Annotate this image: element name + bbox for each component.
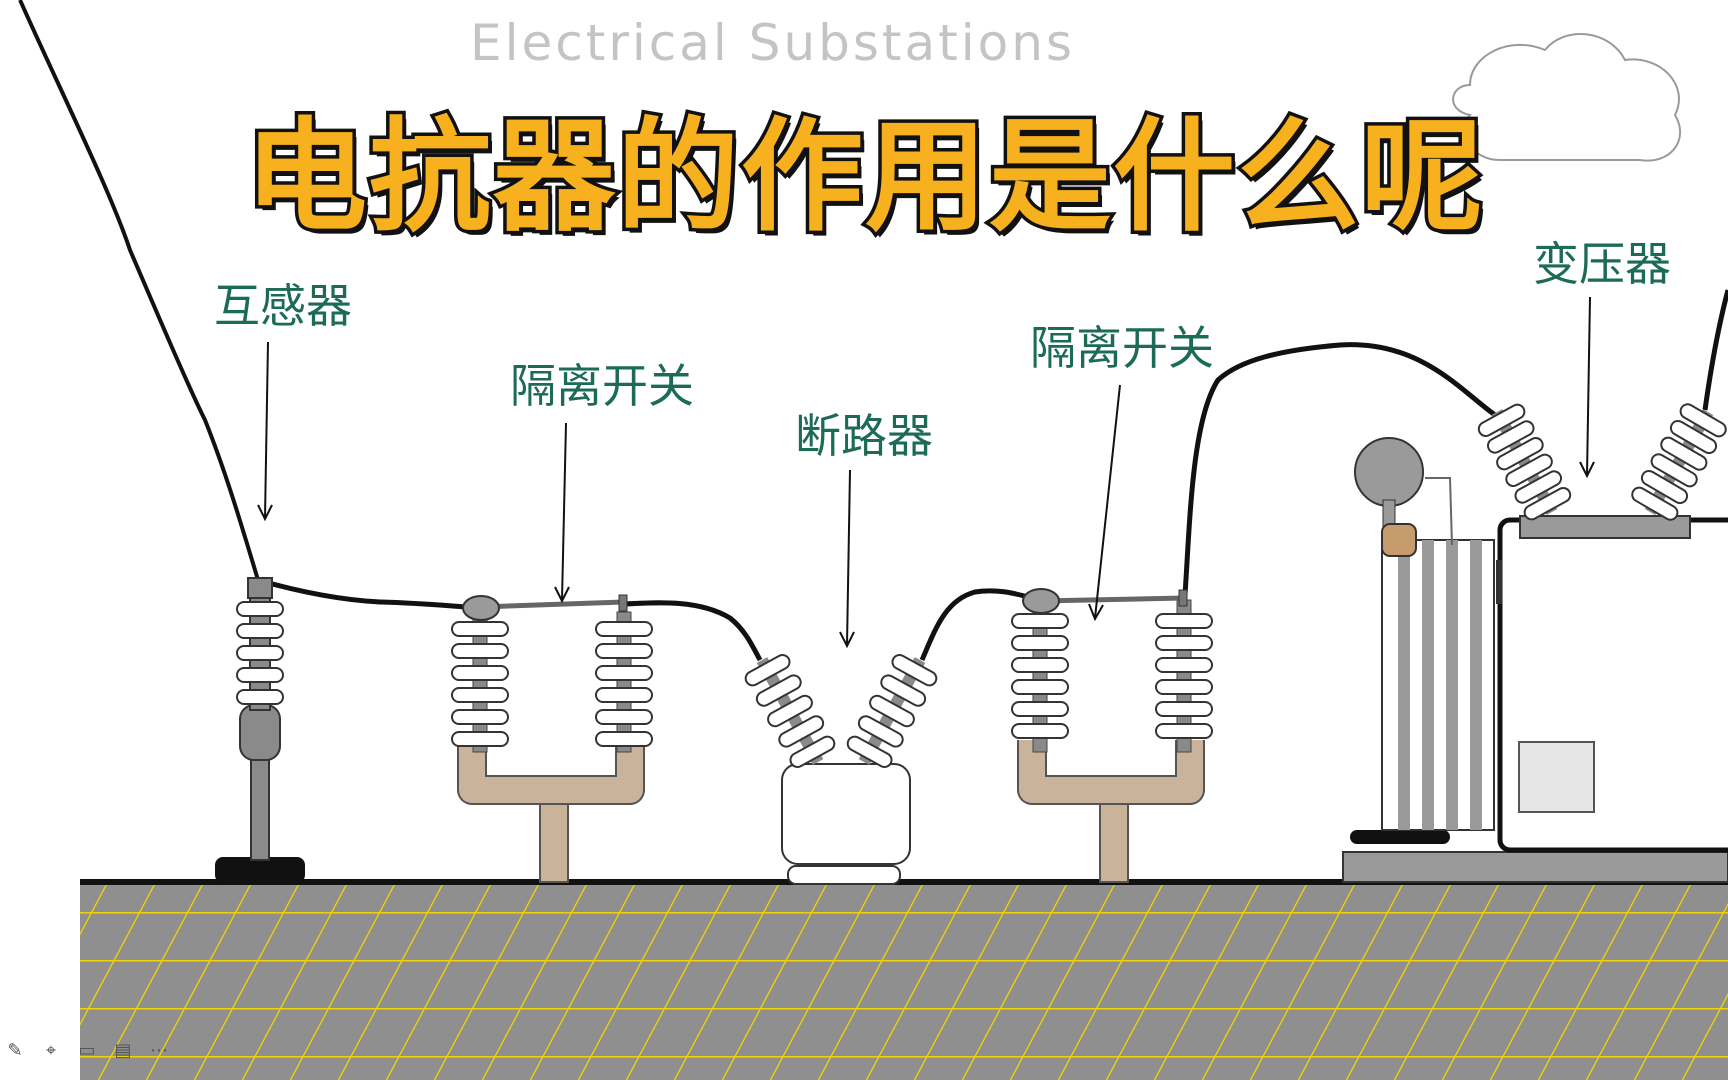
- insulator-shed: [755, 674, 802, 707]
- more-icon[interactable]: ⋯: [150, 1039, 168, 1061]
- disconnector-switch-1: [451, 594, 653, 883]
- incoming-line: [18, 0, 260, 581]
- insulator-shed: [1486, 420, 1535, 454]
- insulator-shed: [236, 623, 284, 639]
- insulator-shed: [595, 731, 653, 747]
- disconnector-switch-2: [1011, 588, 1213, 883]
- insulator-shed: [1523, 486, 1572, 521]
- cloud-icon: [1452, 33, 1681, 162]
- insulator-shed: [1640, 469, 1689, 505]
- header-subtitle: Electrical Substations: [470, 14, 1075, 72]
- insulator-shed: [778, 715, 825, 748]
- label-arrows: [257, 296, 1595, 649]
- insulator-shed: [1650, 453, 1698, 488]
- insulator-shed: [1155, 701, 1213, 717]
- insulator-shed: [1011, 657, 1069, 673]
- circuit-breaker: [744, 654, 938, 885]
- insulator-shed: [451, 687, 509, 703]
- insulator-shed: [1477, 403, 1526, 438]
- power-transformer: [1342, 403, 1728, 883]
- insulator-shed: [236, 645, 284, 661]
- label-disconnector-1: 隔离开关: [510, 359, 694, 413]
- insulator-shed: [1514, 470, 1563, 504]
- camera-icon[interactable]: ▭: [78, 1039, 96, 1061]
- insulator-shed: [595, 643, 653, 659]
- comment-icon[interactable]: ▤: [114, 1039, 132, 1061]
- insulator-shed: [789, 735, 836, 768]
- insulator-shed: [1669, 419, 1718, 455]
- insulator-shed: [236, 689, 284, 705]
- screenshot-icon[interactable]: ⌖: [45, 1039, 57, 1061]
- insulator-shed: [451, 709, 509, 725]
- insulator-shed: [1011, 679, 1069, 695]
- insulator-shed: [1679, 403, 1727, 438]
- insulator-shed: [1011, 723, 1069, 739]
- label-circuit-breaker: 断路器: [795, 409, 933, 463]
- insulator-shed: [595, 665, 653, 681]
- insulator-shed: [891, 654, 938, 687]
- page-title: 电抗器的作用是什么呢: [242, 103, 1487, 252]
- insulator-shed: [744, 654, 791, 687]
- conductor-2: [624, 600, 763, 662]
- insulator-shed: [1660, 436, 1708, 471]
- label-current-transformer: 互感器: [214, 279, 352, 333]
- insulator-shed: [880, 674, 927, 707]
- insulator-shed: [595, 621, 653, 637]
- insulator-shed: [1496, 436, 1544, 471]
- label-disconnector-2: 隔离开关: [1030, 321, 1214, 375]
- insulator-shed: [451, 665, 509, 681]
- bushing-core: [1491, 409, 1558, 515]
- outgoing-line: [1702, 289, 1728, 411]
- insulator-shed: [236, 667, 284, 683]
- bushing-core: [1644, 408, 1714, 516]
- conductor-4: [1182, 342, 1497, 596]
- insulator-shed: [236, 601, 284, 617]
- insulator-shed: [1155, 679, 1213, 695]
- conductor-3: [919, 588, 1041, 661]
- conductor-1: [257, 577, 481, 611]
- insulator-shed: [1011, 701, 1069, 717]
- insulator-shed: [1155, 635, 1213, 651]
- insulator-shed: [595, 709, 653, 725]
- insulator-shed: [1155, 613, 1213, 629]
- insulator-shed: [1155, 657, 1213, 673]
- current-transformer: [215, 577, 305, 883]
- insulator-shed: [595, 687, 653, 703]
- insulator-shed: [451, 621, 509, 637]
- insulator-shed: [1631, 486, 1679, 521]
- insulator-shed: [451, 731, 509, 747]
- insulator-shed: [1155, 723, 1213, 739]
- insulator-shed: [451, 643, 509, 659]
- insulator-shed: [857, 715, 904, 748]
- label-power-transformer: 变压器: [1533, 237, 1671, 291]
- player-toolbar: ✎ ⌖ ▭ ▤ ⋯: [0, 1035, 172, 1065]
- insulator-shed: [846, 735, 893, 768]
- pen-icon[interactable]: ✎: [7, 1039, 23, 1061]
- insulator-shed: [1011, 635, 1069, 651]
- insulator-shed: [1505, 453, 1553, 488]
- insulator-shed: [767, 694, 813, 728]
- insulator-shed: [869, 694, 915, 728]
- ground-slab: [80, 882, 1728, 1080]
- insulator-shed: [1011, 613, 1069, 629]
